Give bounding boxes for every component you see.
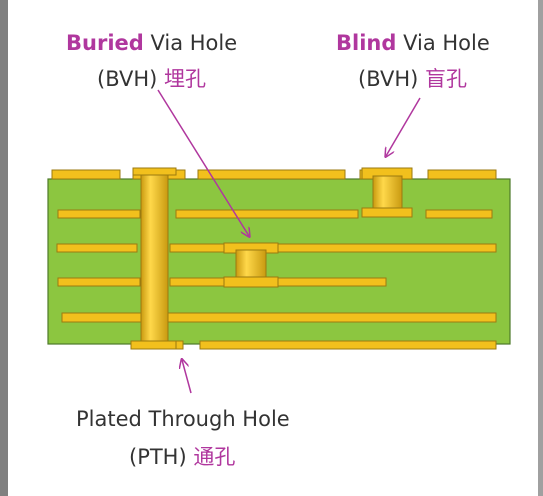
buried-via-arrow [157, 89, 249, 236]
pth-subtitle: (PTH) 通孔 [129, 444, 235, 470]
buried-rest: Via Hole [150, 31, 238, 55]
top-copper-layer [51, 169, 497, 180]
buried-via-title: Buried Via Hole [66, 30, 237, 56]
buried-cjk: 埋孔 [164, 67, 206, 91]
blind-abbr: (BVH) [358, 67, 419, 91]
blind-highlight: Blind [336, 31, 397, 55]
pth-abbr: (PTH) [129, 445, 187, 469]
blind-rest: Via Hole [403, 31, 490, 55]
buried-via [223, 242, 279, 288]
pth-cjk: 通孔 [193, 445, 236, 469]
plated-through-hole [130, 167, 177, 350]
inner-copper-layers [56, 209, 497, 323]
blind-via-title: Blind Via Hole [336, 30, 490, 56]
window-border-right [538, 0, 543, 496]
buried-abbr: (BVH) [97, 67, 158, 91]
window-border-left [0, 0, 8, 496]
pth-title: Plated Through Hole [76, 406, 290, 432]
pth-arrow [182, 360, 192, 394]
buried-highlight: Buried [66, 31, 144, 55]
blind-via-arrow [386, 97, 421, 156]
pth-line1: Plated Through Hole [76, 407, 290, 431]
blind-via-subtitle: (BVH) 盲孔 [358, 66, 467, 92]
buried-via-subtitle: (BVH) 埋孔 [97, 66, 206, 92]
blind-via [361, 167, 413, 218]
blind-cjk: 盲孔 [425, 67, 467, 91]
